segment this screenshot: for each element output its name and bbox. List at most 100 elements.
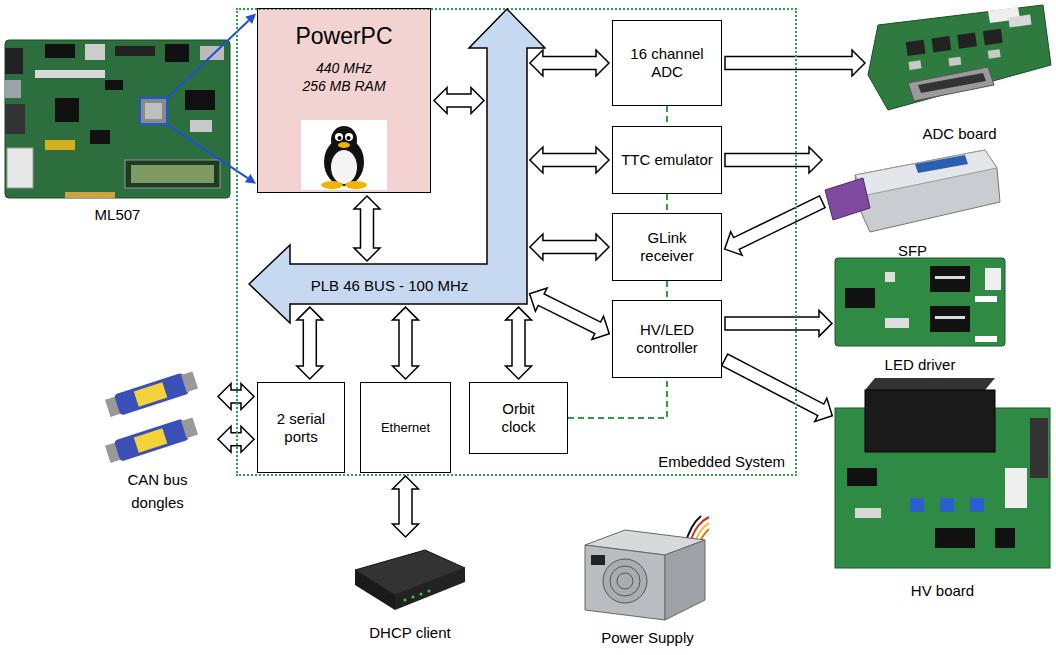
led-driver-photo-part bbox=[975, 336, 997, 342]
module-box: Ethernet bbox=[360, 382, 451, 473]
processor-spec: 440 MHz bbox=[258, 59, 430, 77]
board-pointer bbox=[167, 124, 256, 184]
block-arrow bbox=[393, 307, 419, 379]
ml507-board-part bbox=[145, 103, 162, 119]
hardware-picture: HV board bbox=[835, 378, 1050, 605]
linux-penguin bbox=[301, 120, 387, 190]
picture-label: ML507 bbox=[95, 204, 141, 227]
block-arrow bbox=[506, 307, 532, 379]
power-supply-photo bbox=[585, 516, 709, 620]
adc-board-photo-part bbox=[908, 67, 994, 101]
adc-board-photo-part-part bbox=[957, 32, 977, 48]
picture-label-holder: CAN bus dongles bbox=[100, 469, 215, 514]
system-label: Embedded System bbox=[658, 453, 785, 470]
block-arrow bbox=[725, 50, 865, 76]
ml507-board-part bbox=[140, 98, 167, 124]
picture-label: CAN bus dongles bbox=[118, 469, 198, 514]
picture-label-holder: ML507 bbox=[5, 204, 230, 227]
power-supply-photo-part bbox=[603, 559, 647, 603]
block-arrow bbox=[354, 196, 380, 261]
router-photo-part bbox=[355, 570, 395, 610]
ml507-board-part bbox=[65, 192, 115, 198]
module-label: GLink receiver bbox=[627, 229, 707, 265]
sfp-photo-part bbox=[855, 150, 997, 195]
adc-board-photo-part-part bbox=[931, 36, 951, 52]
power-supply-photo-part bbox=[665, 540, 705, 620]
adc-board-photo-part-part bbox=[983, 29, 1003, 45]
block-arrow bbox=[434, 88, 484, 114]
picture-label-holder: SFP bbox=[825, 240, 1000, 263]
block-arrow bbox=[722, 354, 833, 421]
led-driver-photo-part bbox=[885, 272, 895, 282]
router-photo-part bbox=[428, 590, 431, 593]
can-dongles-photo-part-part bbox=[134, 428, 167, 452]
module-box: 2 serial ports bbox=[257, 382, 345, 473]
can-dongles-photo-part-part bbox=[181, 371, 198, 392]
adc-board-photo-part-part bbox=[948, 57, 961, 67]
power-supply-photo-part bbox=[617, 573, 633, 589]
picture-label: ADC board bbox=[922, 123, 996, 146]
led-driver-photo-part bbox=[985, 268, 1001, 290]
picture-label-holder: Power Supply bbox=[585, 627, 710, 650]
hv-board-photo-part bbox=[847, 468, 877, 486]
system-boundary: Embedded SystemPowerPC440 MHz256 MB RAMP… bbox=[236, 8, 797, 476]
picture-label-holder: ADC board bbox=[868, 123, 1051, 146]
ml507-board-part bbox=[115, 46, 155, 56]
power-supply-photo-part bbox=[610, 566, 640, 596]
adc-board-photo-part bbox=[868, 5, 1051, 110]
bus-outline bbox=[249, 9, 545, 323]
block-arrow bbox=[725, 310, 832, 336]
can-dongles-photo-part-part bbox=[134, 382, 167, 406]
sfp-photo-part bbox=[915, 155, 968, 173]
hv-board-photo-part bbox=[970, 498, 984, 512]
pointer-head bbox=[245, 14, 256, 25]
ml507-board-part bbox=[90, 130, 110, 144]
clock-link bbox=[666, 194, 668, 213]
can-dongles-photo-part-part bbox=[114, 419, 189, 462]
sfp-photo-part bbox=[825, 178, 870, 220]
block-arrow bbox=[530, 50, 609, 76]
can-dongles-photo-part-part bbox=[181, 417, 198, 438]
ml507-board-part bbox=[85, 44, 105, 60]
ml507-board-part bbox=[185, 90, 215, 110]
linux-penguin-part bbox=[331, 126, 357, 154]
hv-board-photo-part bbox=[935, 528, 975, 548]
linux-penguin-part bbox=[335, 133, 343, 141]
block-arrow bbox=[297, 307, 323, 379]
led-driver-photo-part bbox=[935, 316, 965, 319]
hv-board-photo-part bbox=[865, 390, 995, 452]
can-dongles-photo-part bbox=[104, 370, 198, 419]
ml507-board-part bbox=[5, 104, 25, 134]
adc-board-photo-part bbox=[904, 15, 1035, 72]
router-photo-part bbox=[420, 593, 423, 596]
led-driver-photo-part bbox=[885, 318, 909, 328]
module-label: TTC emulator bbox=[621, 151, 713, 169]
module-box: 16 channel ADC bbox=[612, 20, 722, 106]
linux-penguin-part bbox=[338, 142, 350, 148]
hv-board-photo-part bbox=[910, 498, 924, 512]
picture-label-holder: DHCP client bbox=[355, 622, 465, 645]
module-box: TTC emulator bbox=[612, 126, 722, 194]
hardware-picture: ML507 bbox=[5, 40, 230, 230]
module-box: GLink receiver bbox=[612, 213, 722, 281]
led-driver-photo-part bbox=[835, 258, 1005, 346]
ml507-board-part bbox=[131, 165, 214, 183]
frame-label-holder: Embedded System bbox=[658, 453, 785, 470]
sfp-photo bbox=[825, 150, 1000, 232]
ml507-board-part bbox=[7, 148, 33, 188]
router-photo-part bbox=[404, 599, 407, 602]
can-dongles-photo-part-part bbox=[114, 373, 189, 416]
hv-board-photo-part bbox=[855, 508, 881, 518]
ml507-board bbox=[5, 40, 230, 198]
adc-board-photo-part-part bbox=[1008, 15, 1031, 28]
processor-box: PowerPC440 MHz256 MB RAM bbox=[257, 8, 431, 193]
ml507-board-part bbox=[35, 70, 105, 78]
adc-board-photo-part-part bbox=[906, 40, 926, 56]
block-arrow bbox=[530, 234, 609, 260]
ml507-board-part bbox=[45, 140, 75, 150]
block-arrow bbox=[530, 288, 610, 340]
can-dongles-photo-part bbox=[104, 416, 198, 465]
